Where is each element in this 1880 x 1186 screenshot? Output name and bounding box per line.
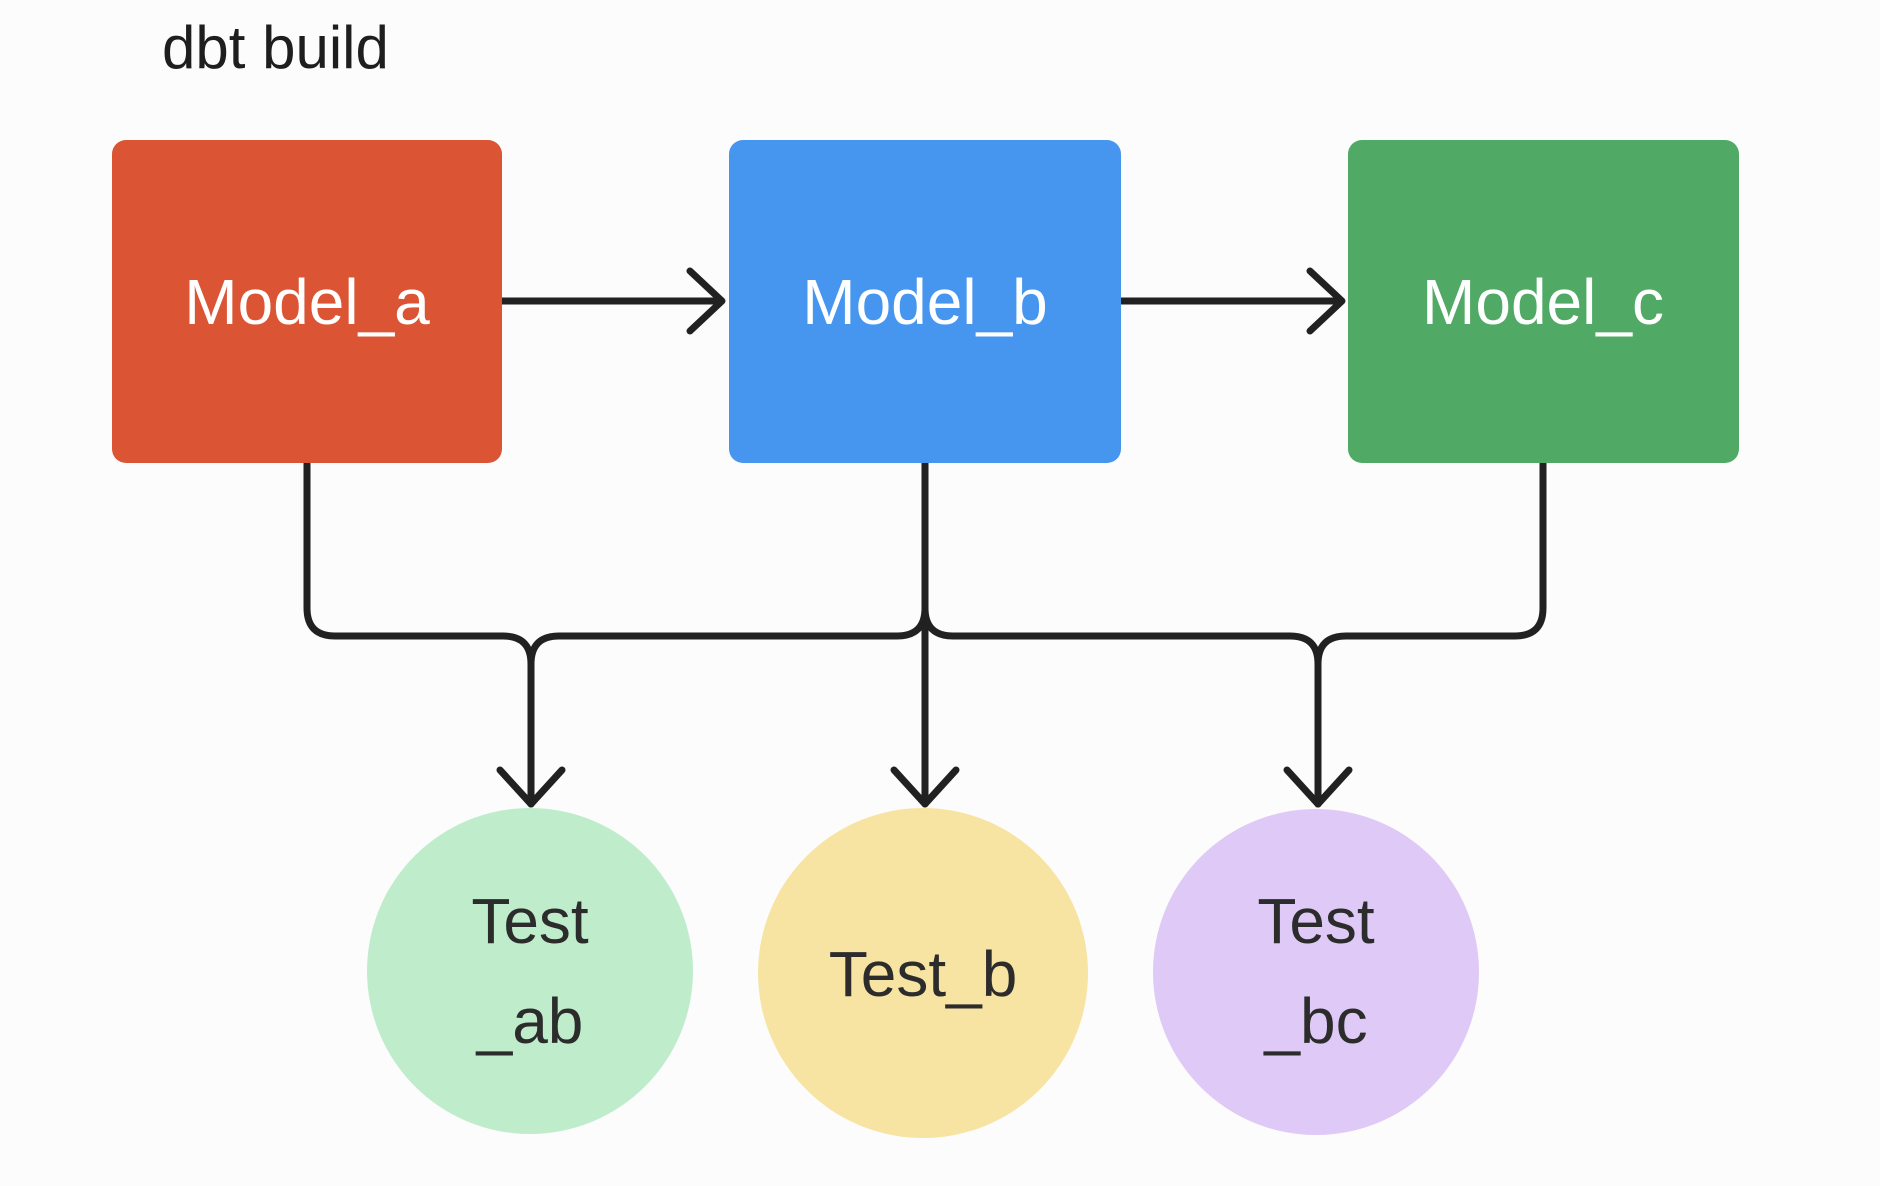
diagram-title: dbt build bbox=[162, 14, 389, 81]
model-a-box bbox=[112, 140, 502, 463]
arrow-model-b-to-model-c bbox=[1117, 267, 1346, 335]
model-b-label: Model_b bbox=[802, 266, 1048, 338]
test-bc-circle bbox=[1153, 809, 1479, 1135]
model-c-label: Model_c bbox=[1422, 266, 1664, 338]
test-b-circle bbox=[758, 808, 1088, 1138]
test-ab-node: Test _ab bbox=[367, 808, 693, 1134]
test-bc-label-line1: Test bbox=[1257, 885, 1375, 957]
edge-model-c-to-test-bc bbox=[1314, 459, 1547, 808]
arrowhead-right-icon bbox=[1306, 267, 1346, 335]
model-c-node: Model_c bbox=[1348, 140, 1739, 463]
model-c-box bbox=[1348, 140, 1739, 463]
arrow-model-a-to-model-b bbox=[498, 267, 726, 335]
arrowhead-down-test-ab-icon bbox=[496, 766, 566, 808]
test-b-label: Test_b bbox=[829, 938, 1018, 1010]
arrowhead-down-test-b-icon bbox=[890, 766, 960, 808]
test-bc-label-line2: _bc bbox=[1263, 985, 1367, 1057]
model-b-node: Model_b bbox=[729, 140, 1121, 463]
model-a-node: Model_a bbox=[112, 140, 502, 463]
test-ab-label-line1: Test bbox=[471, 885, 589, 957]
arrowhead-down-test-bc-icon bbox=[1283, 766, 1353, 808]
arrowhead-right-icon bbox=[686, 267, 726, 335]
test-ab-label-line2: _ab bbox=[476, 985, 584, 1057]
test-b-node: Test_b bbox=[758, 808, 1088, 1138]
connector-edges bbox=[303, 459, 1547, 808]
model-b-box bbox=[729, 140, 1121, 463]
test-ab-circle bbox=[367, 808, 693, 1134]
model-a-label: Model_a bbox=[184, 266, 430, 338]
test-bc-node: Test _bc bbox=[1153, 809, 1479, 1135]
